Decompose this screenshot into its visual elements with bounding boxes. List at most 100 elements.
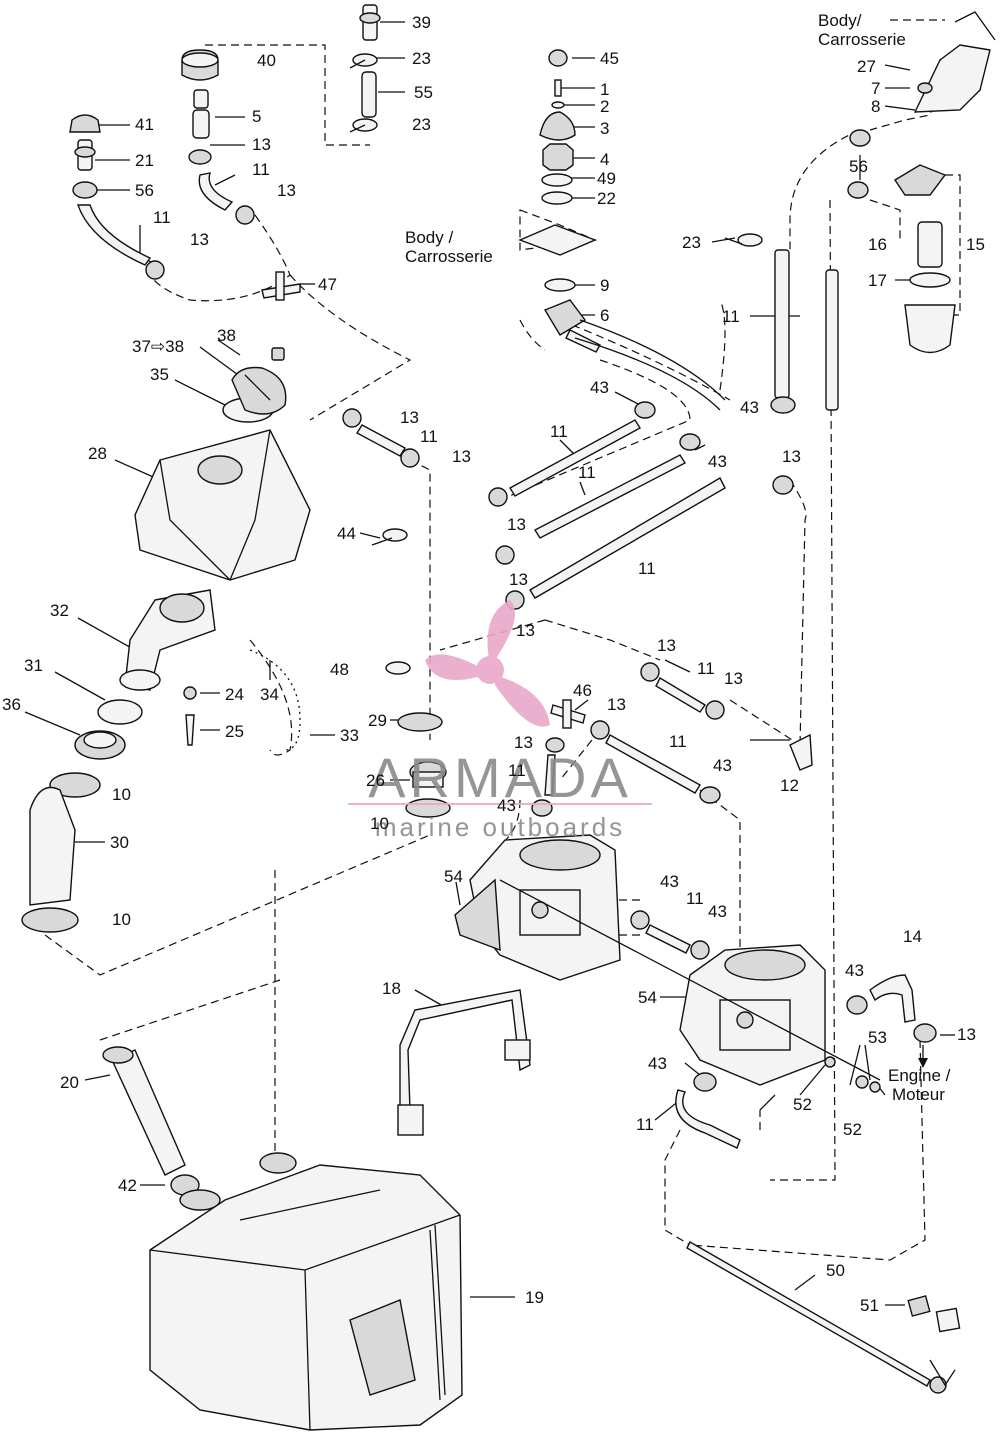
label: 20 <box>60 1073 79 1092</box>
part-13-clamp <box>545 737 565 753</box>
part-8-bracket <box>913 44 991 113</box>
part-11-hose <box>655 677 707 713</box>
part-48-tie <box>385 661 411 675</box>
label: 43 <box>660 872 679 891</box>
part-52-nut <box>869 1081 881 1093</box>
label: 11 <box>686 889 704 908</box>
label: 30 <box>110 833 129 852</box>
part-15-filter <box>894 164 956 354</box>
part-30-hose <box>29 786 76 906</box>
label: 56 <box>849 157 868 176</box>
label: 2 <box>600 97 609 116</box>
part-13-clamp <box>400 448 420 468</box>
label: 52 <box>793 1095 812 1114</box>
label: 43 <box>713 756 732 775</box>
part-13-clamp <box>145 260 165 280</box>
part-13-clamp <box>188 149 212 165</box>
label: 5 <box>252 107 261 126</box>
part-2-washer <box>551 101 565 109</box>
label: 11 <box>722 307 740 326</box>
note-body-top-line2: Carrosserie <box>818 30 906 49</box>
part-49-washer <box>541 173 573 187</box>
note-body-center-line2: Carrosserie <box>405 247 493 266</box>
callout-labels: 39 23 55 23 40 5 13 11 13 41 21 56 11 13… <box>2 13 985 1315</box>
label: 12 <box>780 776 799 795</box>
part-21-fitting <box>74 139 96 171</box>
carburetor-lower <box>679 944 826 1086</box>
label: 11 <box>252 160 270 179</box>
label: 41 <box>135 115 154 134</box>
part-23-clip <box>724 233 763 247</box>
label: 11 <box>669 732 687 751</box>
label: 11 <box>578 463 596 482</box>
label: 21 <box>135 151 154 170</box>
part-53-washer <box>824 1056 836 1068</box>
label: 19 <box>525 1288 544 1307</box>
label: 43 <box>497 796 516 815</box>
label: 43 <box>708 452 727 471</box>
part-36-nut <box>74 730 126 760</box>
part-25-screw <box>185 714 195 746</box>
part-13-clamp <box>235 205 255 225</box>
part-24-washer <box>183 686 197 700</box>
part-43-clamp <box>770 396 796 414</box>
part-18-strap <box>397 989 531 1136</box>
label: 46 <box>573 681 592 700</box>
part-56-clamp <box>847 181 869 199</box>
part-41-cap <box>69 114 101 133</box>
label: 49 <box>597 169 616 188</box>
part-13-clamp <box>495 545 515 565</box>
label: 10 <box>370 814 389 833</box>
part-23-clip-a <box>349 53 378 69</box>
watermark-brand: ARMADA <box>368 746 632 809</box>
part-31-gasket <box>97 699 143 725</box>
label: 13 <box>514 733 533 752</box>
part-22-washer <box>541 191 573 205</box>
label: 11 <box>153 208 171 227</box>
label: 23 <box>412 49 431 68</box>
part-11-hose <box>509 419 641 497</box>
part-43-clamp <box>679 433 701 451</box>
note-body-center-line1: Body / <box>405 228 453 247</box>
note-engine-line2: Moteur <box>892 1085 945 1104</box>
part-43-clamp <box>693 1072 717 1092</box>
part-13-clamp <box>705 700 725 720</box>
part-13-clamp <box>772 475 794 495</box>
label: 3 <box>600 119 609 138</box>
label: 29 <box>368 711 387 730</box>
body-panel-center <box>518 224 597 256</box>
part-45-cap <box>548 49 568 67</box>
label: 48 <box>330 660 349 679</box>
label: 40 <box>257 51 276 70</box>
label: 9 <box>600 276 609 295</box>
label: 37⇨38 <box>132 337 184 356</box>
part-46-tee <box>550 699 586 729</box>
label: 11 <box>508 761 526 780</box>
part-11-hose <box>198 172 234 211</box>
label: 43 <box>708 902 727 921</box>
label: 54 <box>638 988 657 1007</box>
part-38-plug <box>271 347 285 361</box>
label: 44 <box>337 524 356 543</box>
part-14-hose <box>869 974 916 1023</box>
part-11-hose <box>544 754 556 796</box>
label: 17 <box>868 271 887 290</box>
label: 6 <box>600 306 609 325</box>
label: 36 <box>2 695 21 714</box>
part-11-hose <box>77 204 152 266</box>
part-11-hose <box>534 454 686 539</box>
label: 13 <box>507 515 526 534</box>
label: 25 <box>225 722 244 741</box>
engine-arrow-head <box>918 1058 928 1068</box>
label: 13 <box>400 408 419 427</box>
part-11-hose-vertical <box>825 269 839 411</box>
part-53-washer <box>855 1075 869 1089</box>
label: 38 <box>217 326 236 345</box>
part-13-clamp <box>590 720 610 740</box>
label: 11 <box>636 1115 654 1134</box>
label: 13 <box>607 695 626 714</box>
part-28-cover <box>134 429 311 581</box>
leader-lines <box>24 21 955 1306</box>
notes: Body/ Carrosserie Body / Carrosserie Eng… <box>405 11 951 1104</box>
part-29-clamp <box>397 712 443 732</box>
